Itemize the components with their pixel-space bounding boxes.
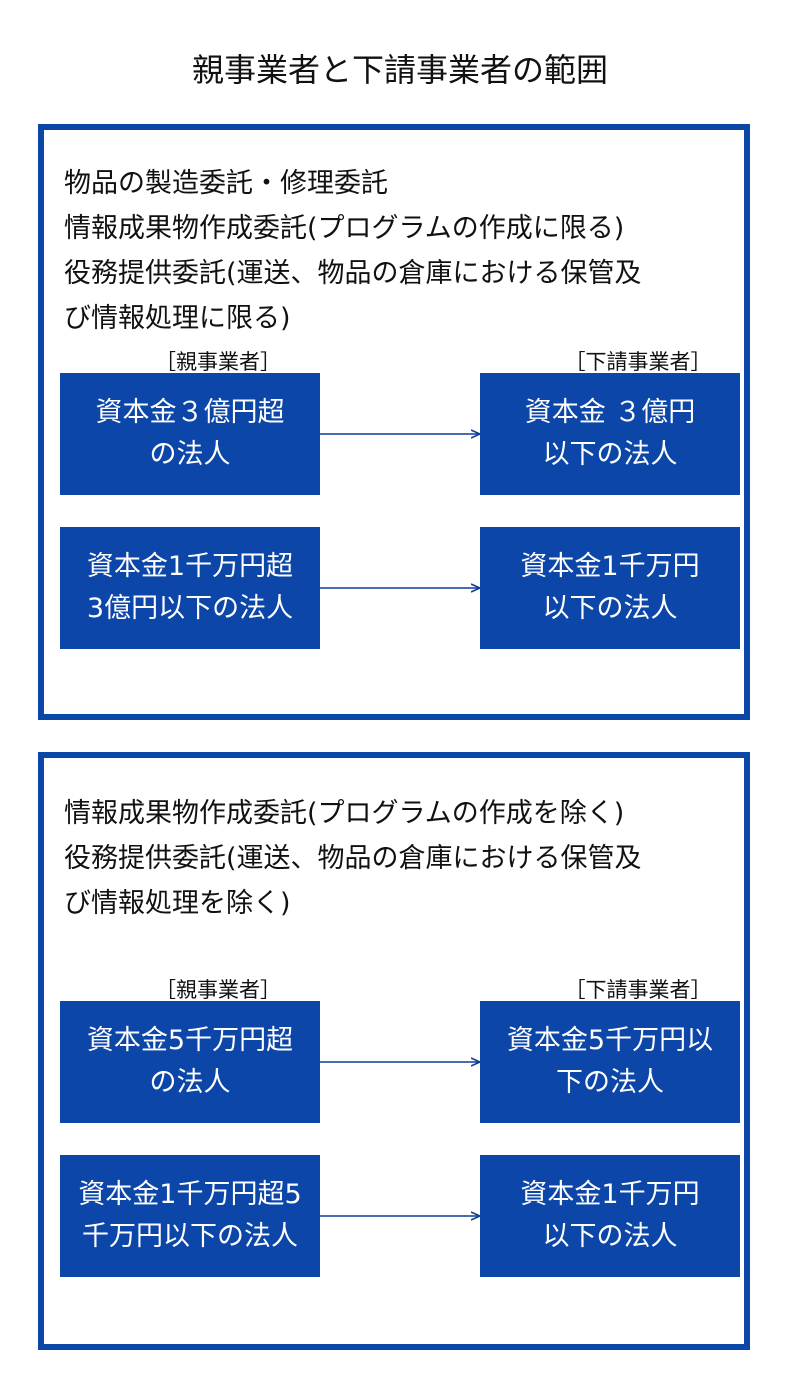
parent-box: 資本金1千万円超5 千万円以下の法人 xyxy=(60,1155,320,1277)
page-title: 親事業者と下請事業者の範囲 xyxy=(191,51,608,89)
box-line: 資本金1千万円 xyxy=(520,551,700,582)
description-line: び情報処理に限る) xyxy=(64,303,291,334)
parent-column-header: ［親事業者］ xyxy=(155,350,281,374)
arrow-connectors xyxy=(320,130,744,714)
box-line: 資本金5千万円超 xyxy=(86,1025,294,1056)
description-line: び情報処理を除く) xyxy=(64,888,291,919)
parent-box: 資本金1千万円超 3億円以下の法人 xyxy=(60,527,320,649)
parent-column-header: ［親事業者］ xyxy=(155,978,281,1002)
arrow-connectors xyxy=(320,758,744,1344)
description-line: 情報成果物作成委託(プログラムの作成に限る) xyxy=(64,213,625,244)
box-line: 資本金1千万円 xyxy=(520,1179,700,1210)
box-line: 資本金1千万円超5 xyxy=(78,1179,302,1210)
box-line: 以下の法人 xyxy=(542,593,678,624)
description-line: 情報成果物作成委託(プログラムの作成を除く) xyxy=(64,798,625,829)
box-line: 資本金 ３億円 xyxy=(524,397,696,428)
parent-box: 資本金３億円超 の法人 xyxy=(60,373,320,495)
panel-description: 物品の製造委託・修理委託 情報成果物作成委託(プログラムの作成に限る) 役務提供… xyxy=(64,161,642,341)
sub-column-header: ［下請事業者］ xyxy=(564,350,712,374)
panel-description: 情報成果物作成委託(プログラムの作成を除く) 役務提供委託(運送、物品の倉庫にお… xyxy=(64,791,642,926)
sub-box: 資本金 ３億円 以下の法人 xyxy=(480,373,740,495)
box-line: 以下の法人 xyxy=(542,439,678,470)
sub-box: 資本金1千万円 以下の法人 xyxy=(480,527,740,649)
box-line: の法人 xyxy=(149,1067,231,1098)
box-line: 3億円以下の法人 xyxy=(86,593,294,624)
box-line: 以下の法人 xyxy=(542,1221,678,1252)
sub-column-header: ［下請事業者］ xyxy=(564,978,712,1002)
box-line: 資本金1千万円超 xyxy=(86,551,294,582)
box-line: の法人 xyxy=(149,439,231,470)
description-line: 物品の製造委託・修理委託 xyxy=(64,168,388,199)
sub-box: 資本金1千万円 以下の法人 xyxy=(480,1155,740,1277)
box-line: 千万円以下の法人 xyxy=(82,1221,298,1252)
panel-small-scope: 情報成果物作成委託(プログラムの作成を除く) 役務提供委託(運送、物品の倉庫にお… xyxy=(38,752,750,1350)
description-line: 役務提供委託(運送、物品の倉庫における保管及 xyxy=(64,843,642,874)
box-line: 下の法人 xyxy=(556,1067,664,1098)
sub-box: 資本金5千万円以 下の法人 xyxy=(480,1001,740,1123)
panel-large-scope: 物品の製造委託・修理委託 情報成果物作成委託(プログラムの作成に限る) 役務提供… xyxy=(38,124,750,720)
description-line: 役務提供委託(運送、物品の倉庫における保管及 xyxy=(64,258,642,289)
parent-box: 資本金5千万円超 の法人 xyxy=(60,1001,320,1123)
box-line: 資本金３億円超 xyxy=(95,397,285,428)
box-line: 資本金5千万円以 xyxy=(506,1025,714,1056)
